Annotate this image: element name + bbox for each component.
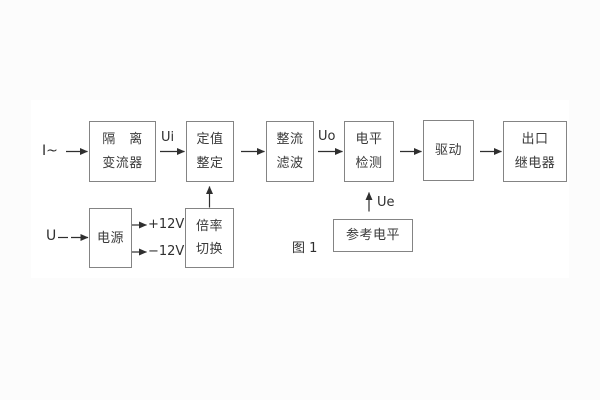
block-level-detection: 电平 检测 [344, 121, 394, 182]
label-ui: Ui [161, 130, 175, 145]
block-setpoint-setting-line1: 定值 [196, 132, 224, 147]
block-driver-line1: 驱动 [434, 143, 462, 158]
label-input-current: I~ [42, 143, 58, 159]
block-driver: 驱动 [423, 120, 474, 181]
block-power-supply-line1: 电源 [96, 230, 124, 246]
block-ratio-switching: 倍率 切换 [185, 208, 234, 268]
block-output-relay: 出口 继电器 [503, 121, 567, 182]
block-level-detection-line2: 检测 [355, 156, 383, 171]
block-rectifier-filter-line2: 滤波 [276, 156, 304, 171]
block-isolation-transformer: 隔 离 变流器 [89, 121, 156, 182]
label-input-voltage: U [46, 228, 57, 244]
label-uo: Uo [318, 129, 336, 144]
block-rectifier-filter-line1: 整流 [276, 132, 304, 147]
block-setpoint-setting-line2: 整定 [196, 156, 224, 171]
block-isolation-transformer-line2: 变流器 [102, 156, 143, 171]
label-ue: Ue [377, 195, 395, 210]
block-power-supply: 电源 [89, 208, 132, 268]
block-output-relay-line2: 继电器 [514, 156, 556, 171]
block-reference-level-line1: 参考电平 [345, 228, 400, 243]
block-rectifier-filter: 整流 滤波 [266, 121, 314, 182]
label-plus-rail: +12V [148, 217, 185, 232]
block-reference-level: 参考电平 [333, 219, 413, 252]
block-ratio-switching-line2: 切换 [195, 242, 223, 258]
block-ratio-switching-line1: 倍率 [195, 218, 223, 234]
figure-caption: 图 1 [292, 241, 318, 256]
block-setpoint-setting: 定值 整定 [186, 121, 234, 182]
block-output-relay-line1: 出口 [521, 132, 549, 147]
block-isolation-transformer-line1: 隔 离 [102, 132, 143, 147]
label-minus-rail: −12V [148, 244, 185, 259]
block-level-detection-line1: 电平 [355, 132, 383, 147]
